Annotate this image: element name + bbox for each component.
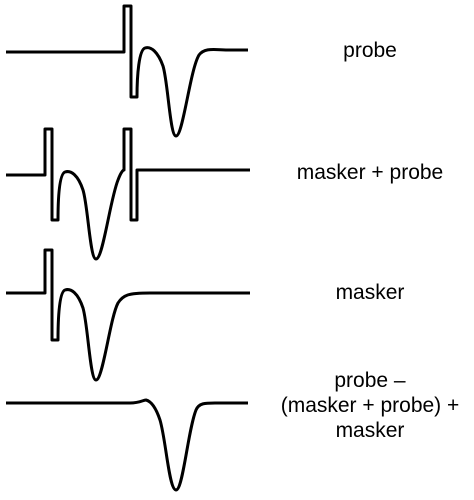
label-probe: probe [300, 38, 440, 63]
label-masker-plus-probe: masker + probe [280, 160, 460, 185]
label-line: probe – [334, 369, 406, 392]
masker-plus-probe-trace [6, 127, 250, 261]
derived-trace [6, 398, 248, 492]
label-line: masker [335, 419, 405, 442]
label-masker: masker [300, 280, 440, 305]
label-line: masker [335, 281, 405, 304]
probe-trace [6, 4, 248, 138]
label-line: masker + probe [296, 161, 444, 184]
label-derived: probe – (masker + probe) + masker [265, 368, 474, 443]
label-line: probe [343, 39, 397, 62]
masker-trace [6, 248, 250, 382]
label-line: (masker + probe) + [280, 394, 460, 417]
